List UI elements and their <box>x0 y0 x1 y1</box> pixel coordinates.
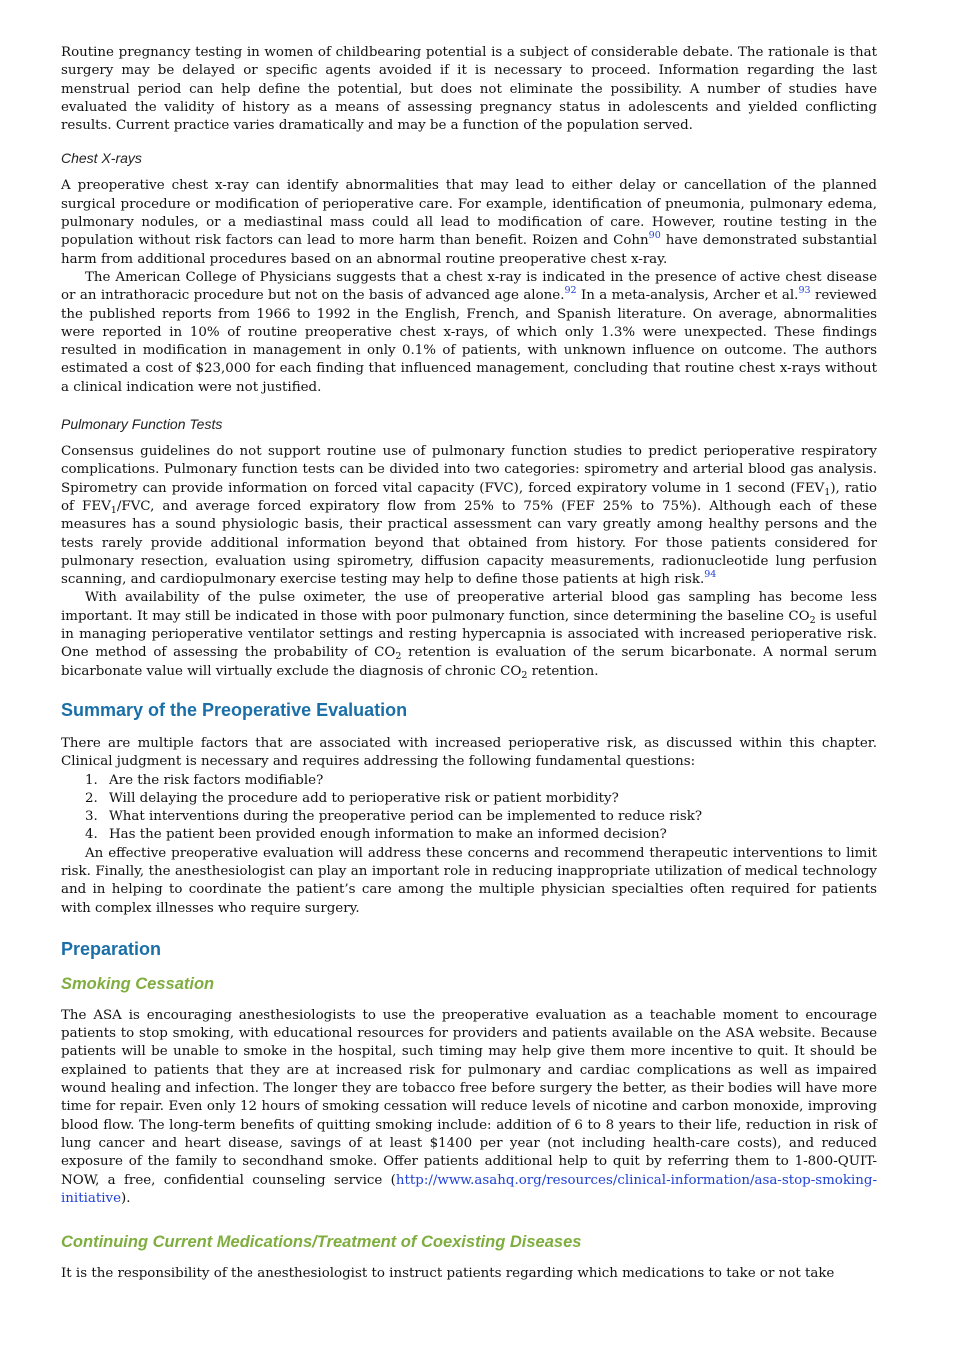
summary-closing: An effective preoperative evaluation wil… <box>61 845 877 916</box>
pft-p2-text-d: retention. <box>527 663 599 679</box>
citation-92[interactable]: 92 <box>564 285 577 297</box>
pft-paragraph-2: With availability of the pulse oximeter,… <box>61 589 877 680</box>
summary-heading: Summary of the Preoperative Evaluation <box>61 699 408 720</box>
smoking-paragraph: The ASA is encouraging anesthesiologists… <box>61 1007 877 1208</box>
continuing-medications-heading: Continuing Current Medications/Treatment… <box>61 1233 582 1252</box>
chest-p2-text-c: reviewed the published reports from 1966… <box>61 288 878 395</box>
smoking-text: The ASA is encouraging anesthesiologists… <box>61 1007 877 1188</box>
pft-p2-text-c: retention is evaluation of the serum bic… <box>61 645 877 679</box>
chest-xrays-paragraph-1: A preoperative chest x-ray can identify … <box>61 177 877 268</box>
document-page: Routine pregnancy testing in women of ch… <box>61 44 877 1283</box>
pft-p2-text-a: With availability of the pulse oximeter,… <box>61 590 877 624</box>
list-text: Are the risk factors modifiable? <box>109 772 324 788</box>
chest-p2-text-b: In a meta-analysis, Archer et al. <box>576 288 799 304</box>
pft-p1-text-c: /FVC, and average forced expiratory flow… <box>61 498 877 588</box>
chest-p2-text-a: The American College of Physicians sugge… <box>61 269 877 304</box>
list-text: Will delaying the procedure add to perio… <box>109 790 619 806</box>
co2-subscript: 2 <box>809 614 816 626</box>
chest-xrays-paragraph-2: The American College of Physicians sugge… <box>61 269 877 397</box>
citation-90[interactable]: 90 <box>648 230 661 242</box>
fev-subscript: 1 <box>110 504 117 516</box>
list-number: 3. <box>85 809 98 825</box>
list-item: 3. What interventions during the preopera… <box>85 808 877 826</box>
co2-subscript: 2 <box>395 651 402 663</box>
list-text: Has the patient been provided enough inf… <box>109 827 667 843</box>
pft-heading: Pulmonary Function Tests <box>61 416 223 433</box>
chest-p1-text-b: have demonstrated substantial harm from … <box>61 233 877 267</box>
list-item: 1. Are the risk factors modifiable? <box>85 772 877 790</box>
list-number: 1. <box>85 772 98 788</box>
pft-paragraph-1: Consensus guidelines do not support rout… <box>61 443 877 589</box>
list-text: What interventions during the preoperati… <box>109 809 703 825</box>
list-number: 2. <box>85 790 98 806</box>
smoking-cessation-heading: Smoking Cessation <box>61 974 215 993</box>
citation-94[interactable]: 94 <box>704 569 717 581</box>
chest-xrays-heading: Chest X-rays <box>61 150 142 167</box>
medications-paragraph: It is the responsibility of the anesthes… <box>61 1266 835 1282</box>
list-number: 4. <box>85 827 98 843</box>
citation-93[interactable]: 93 <box>798 285 811 297</box>
asa-stop-smoking-link[interactable]: http://www.asahq.org/resources/clinical-… <box>61 1172 877 1206</box>
co2-subscript: 2 <box>521 669 528 681</box>
list-item: 4. Has the patient been provided enough i… <box>85 826 877 844</box>
pft-p1-text-b: ), ratio of FEV <box>61 480 877 514</box>
chest-p1-text-a: A preoperative chest x-ray can identify … <box>61 178 877 249</box>
smoking-text-end: ). <box>121 1190 131 1206</box>
pft-p1-text-a: Consensus guidelines do not support rout… <box>61 444 877 496</box>
pregnancy-paragraph: Routine pregnancy testing in women of ch… <box>61 45 877 134</box>
list-item: 2. Will delaying the procedure add to per… <box>85 790 877 808</box>
pft-p2-text-b: is useful in managing perioperative vent… <box>61 608 877 661</box>
questions-list: 1. Are the risk factors modifiable? 2. Wil… <box>61 772 877 845</box>
fev-subscript: 1 <box>824 486 831 498</box>
preparation-heading: Preparation <box>61 938 162 959</box>
summary-intro: There are multiple factors that are asso… <box>61 735 877 770</box>
